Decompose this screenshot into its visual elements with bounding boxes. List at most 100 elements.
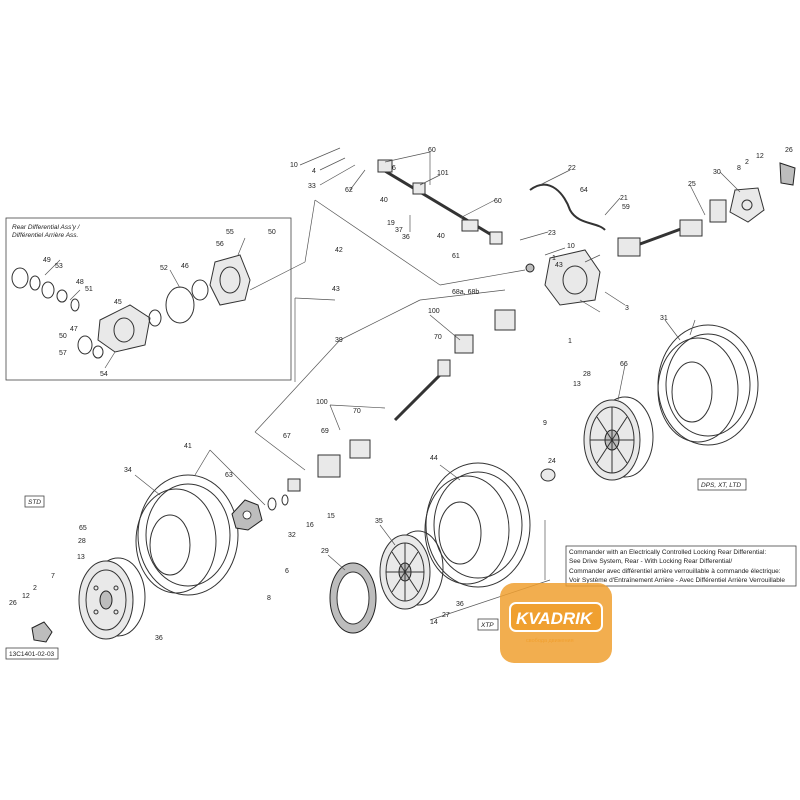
callout-1: 1 bbox=[568, 338, 572, 345]
tire-44 bbox=[424, 462, 531, 588]
ring-16 bbox=[281, 494, 289, 506]
note-line-3: Commander avec différentiel arrière verr… bbox=[569, 568, 781, 575]
rear-differential-inset: Rear Differential Ass'y / Différentiel A… bbox=[5, 217, 292, 381]
callout-43: 43 bbox=[555, 262, 563, 269]
callout-24: 24 bbox=[548, 458, 556, 465]
callout-7: 7 bbox=[51, 573, 55, 580]
callout-16: 16 bbox=[306, 522, 314, 529]
callout-13: 13 bbox=[573, 381, 581, 388]
callout-50: 50 bbox=[59, 333, 67, 340]
callout-2: 2 bbox=[745, 159, 749, 166]
note-line-2: See Drive System, Rear - With Locking Re… bbox=[569, 558, 732, 565]
hub-cap-24 bbox=[540, 468, 556, 482]
callout-56: 56 bbox=[216, 241, 224, 248]
callout-23: 23 bbox=[548, 230, 556, 237]
callout-47: 47 bbox=[70, 326, 78, 333]
callout-14: 14 bbox=[430, 619, 438, 626]
callout-4: 4 bbox=[312, 168, 316, 175]
callout-8: 8 bbox=[267, 595, 271, 602]
callout-48: 48 bbox=[76, 279, 84, 286]
callout-2: 2 bbox=[33, 585, 37, 592]
callout-25: 25 bbox=[688, 181, 696, 188]
callout-9: 9 bbox=[543, 420, 547, 427]
document-code: 13C1401-02-03 bbox=[5, 647, 59, 660]
callout-26: 26 bbox=[9, 600, 17, 607]
svg-text:13C1401-02-03: 13C1401-02-03 bbox=[9, 651, 55, 658]
callout-55: 55 bbox=[226, 229, 234, 236]
callout-67: 67 bbox=[283, 433, 291, 440]
note-box: Commander with an Electrically Controlle… bbox=[565, 545, 797, 587]
callout-46: 46 bbox=[181, 263, 189, 270]
tag-std: STD bbox=[24, 495, 45, 508]
callout-28: 28 bbox=[583, 371, 591, 378]
leader-lines bbox=[134, 147, 741, 621]
knuckle-30 bbox=[729, 162, 796, 223]
callout-51: 51 bbox=[85, 286, 93, 293]
callout-70: 70 bbox=[353, 408, 361, 415]
callout-61: 61 bbox=[452, 253, 460, 260]
callout-21: 21 bbox=[620, 195, 628, 202]
breather-hose-64 bbox=[529, 183, 606, 231]
tire-34 bbox=[135, 474, 239, 596]
callout-57: 57 bbox=[59, 350, 67, 357]
callout-49: 49 bbox=[43, 257, 51, 264]
callout-19: 19 bbox=[387, 220, 395, 227]
rear-differential-43 bbox=[525, 249, 601, 306]
callout-45: 45 bbox=[114, 299, 122, 306]
wheel-35 bbox=[379, 530, 444, 610]
callout-12: 12 bbox=[22, 593, 30, 600]
ring-32 bbox=[267, 497, 277, 511]
callout-28: 28 bbox=[78, 538, 86, 545]
callout-30: 30 bbox=[713, 169, 721, 176]
callout-3: 3 bbox=[625, 305, 629, 312]
callout-50: 50 bbox=[268, 229, 276, 236]
callout-70: 70 bbox=[434, 334, 442, 341]
callout-26: 26 bbox=[785, 147, 793, 154]
callout-22: 22 bbox=[568, 165, 576, 172]
callout-36: 36 bbox=[456, 601, 464, 608]
callout-27: 27 bbox=[442, 612, 450, 619]
callout-10: 10 bbox=[567, 243, 575, 250]
callout-42: 42 bbox=[335, 247, 343, 254]
callout-100: 100 bbox=[428, 308, 440, 315]
inset-title-line-1: Rear Differential Ass'y / bbox=[12, 224, 81, 231]
wheel-65 bbox=[78, 557, 146, 640]
callout-39: 39 bbox=[335, 337, 343, 344]
callout-12: 12 bbox=[756, 153, 764, 160]
beadlock-ring-29 bbox=[329, 562, 377, 634]
callout-44: 44 bbox=[430, 455, 438, 462]
inset-title-line-2: Différentiel Arrière Ass. bbox=[12, 232, 79, 239]
callout-65: 65 bbox=[79, 525, 87, 532]
callout-32: 32 bbox=[288, 532, 296, 539]
callout-66: 66 bbox=[620, 361, 628, 368]
callout-101: 101 bbox=[437, 170, 449, 177]
callout-29: 29 bbox=[321, 548, 329, 555]
propeller-shaft bbox=[377, 159, 503, 245]
callout-54: 54 bbox=[100, 371, 108, 378]
callout-53: 53 bbox=[55, 263, 63, 270]
right-drive-axle bbox=[617, 199, 727, 257]
tire-31 bbox=[657, 324, 759, 446]
wheel-66 bbox=[583, 396, 654, 481]
callout-59: 59 bbox=[622, 204, 630, 211]
callout-64: 64 bbox=[580, 187, 588, 194]
callout-labels: 10 4 33 62 60 6 101 40 60 19 37 36 40 42… bbox=[9, 147, 793, 642]
callout-36: 36 bbox=[155, 635, 163, 642]
callout-69: 69 bbox=[321, 428, 329, 435]
callout-31: 31 bbox=[660, 315, 668, 322]
kvadrik-watermark-logo: KVADRIK свобода движения bbox=[500, 583, 612, 663]
callout-35: 35 bbox=[375, 518, 383, 525]
callout-68a-68b: 68a, 68b bbox=[452, 289, 479, 296]
callout-13: 13 bbox=[77, 554, 85, 561]
svg-text:DPS, XT, LTD: DPS, XT, LTD bbox=[701, 482, 741, 489]
svg-text:XTP: XTP bbox=[480, 622, 494, 629]
tag-xtp: XTP bbox=[477, 618, 499, 631]
callout-10: 10 bbox=[290, 162, 298, 169]
svg-text:KVADRIK: KVADRIK bbox=[516, 609, 594, 628]
callout-40: 40 bbox=[380, 197, 388, 204]
callout-52: 52 bbox=[160, 265, 168, 272]
callout-40: 40 bbox=[437, 233, 445, 240]
callout-60: 60 bbox=[494, 198, 502, 205]
callout-6: 6 bbox=[285, 568, 289, 575]
